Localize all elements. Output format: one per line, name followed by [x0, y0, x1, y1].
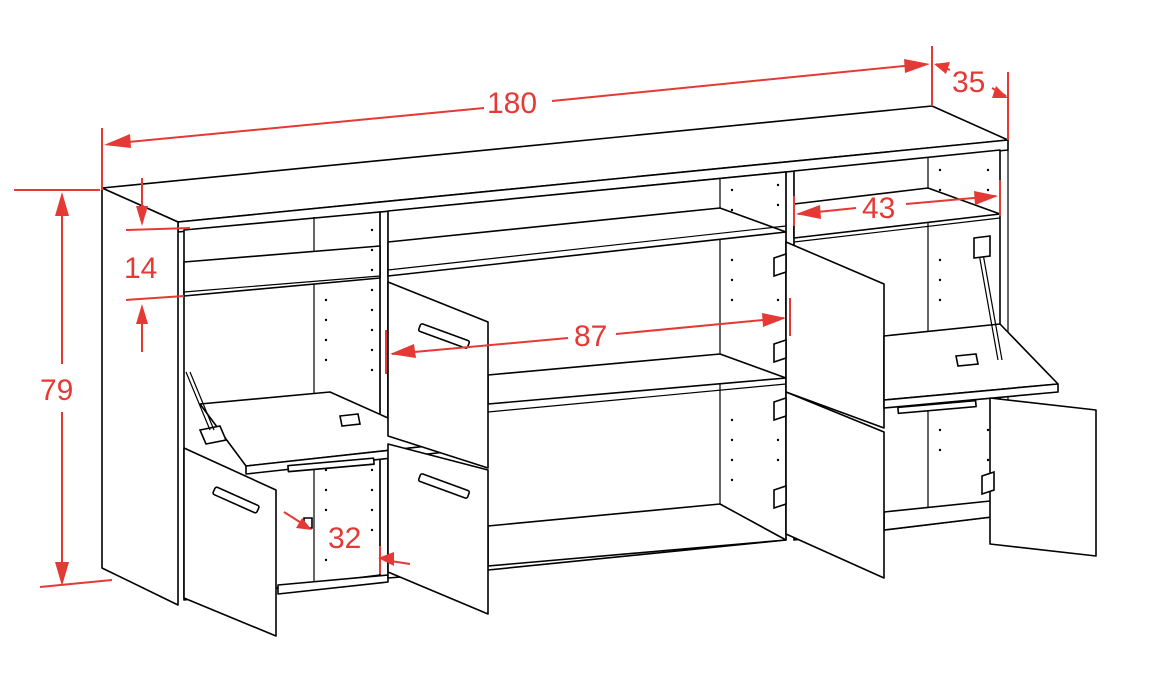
right-upper-shelf-edge — [793, 217, 1001, 243]
dimension-clearance — [283, 511, 411, 574]
middle-lower-shelf-edge — [487, 383, 787, 413]
dimension-depth-label: 35 — [952, 66, 985, 99]
dimension-width-label: 180 — [487, 87, 537, 120]
right-lower-door — [981, 397, 1097, 557]
left-lower-door — [183, 447, 313, 637]
middle-left-lower-door — [387, 443, 489, 615]
dimension-compartment-label: 14 — [124, 252, 157, 285]
left-side-panel — [101, 187, 179, 606]
dimension-right — [793, 180, 1001, 226]
dimension-depth — [934, 62, 1009, 140]
dimension-width — [101, 46, 933, 190]
dimension-height — [14, 189, 113, 588]
middle-right-upper-door — [773, 241, 885, 429]
middle-left-upper-door — [387, 281, 489, 469]
left-upper-shelf-edge — [183, 275, 381, 293]
dimension-middle-label: 87 — [574, 320, 607, 353]
middle-upper-shelf-edge — [387, 225, 787, 271]
right-flap — [883, 235, 1059, 415]
left-upper-shelf — [183, 245, 381, 297]
dimension-height-label: 79 — [40, 374, 73, 407]
dimension-right-label: 43 — [862, 192, 895, 225]
middle-right-lower-door — [773, 391, 885, 579]
dimension-middle — [385, 298, 791, 374]
shelf-pin-holes — [324, 168, 990, 562]
dimension-clearance-label: 32 — [328, 522, 361, 555]
left-bottom — [277, 574, 389, 595]
dimension-compartment — [125, 178, 191, 352]
